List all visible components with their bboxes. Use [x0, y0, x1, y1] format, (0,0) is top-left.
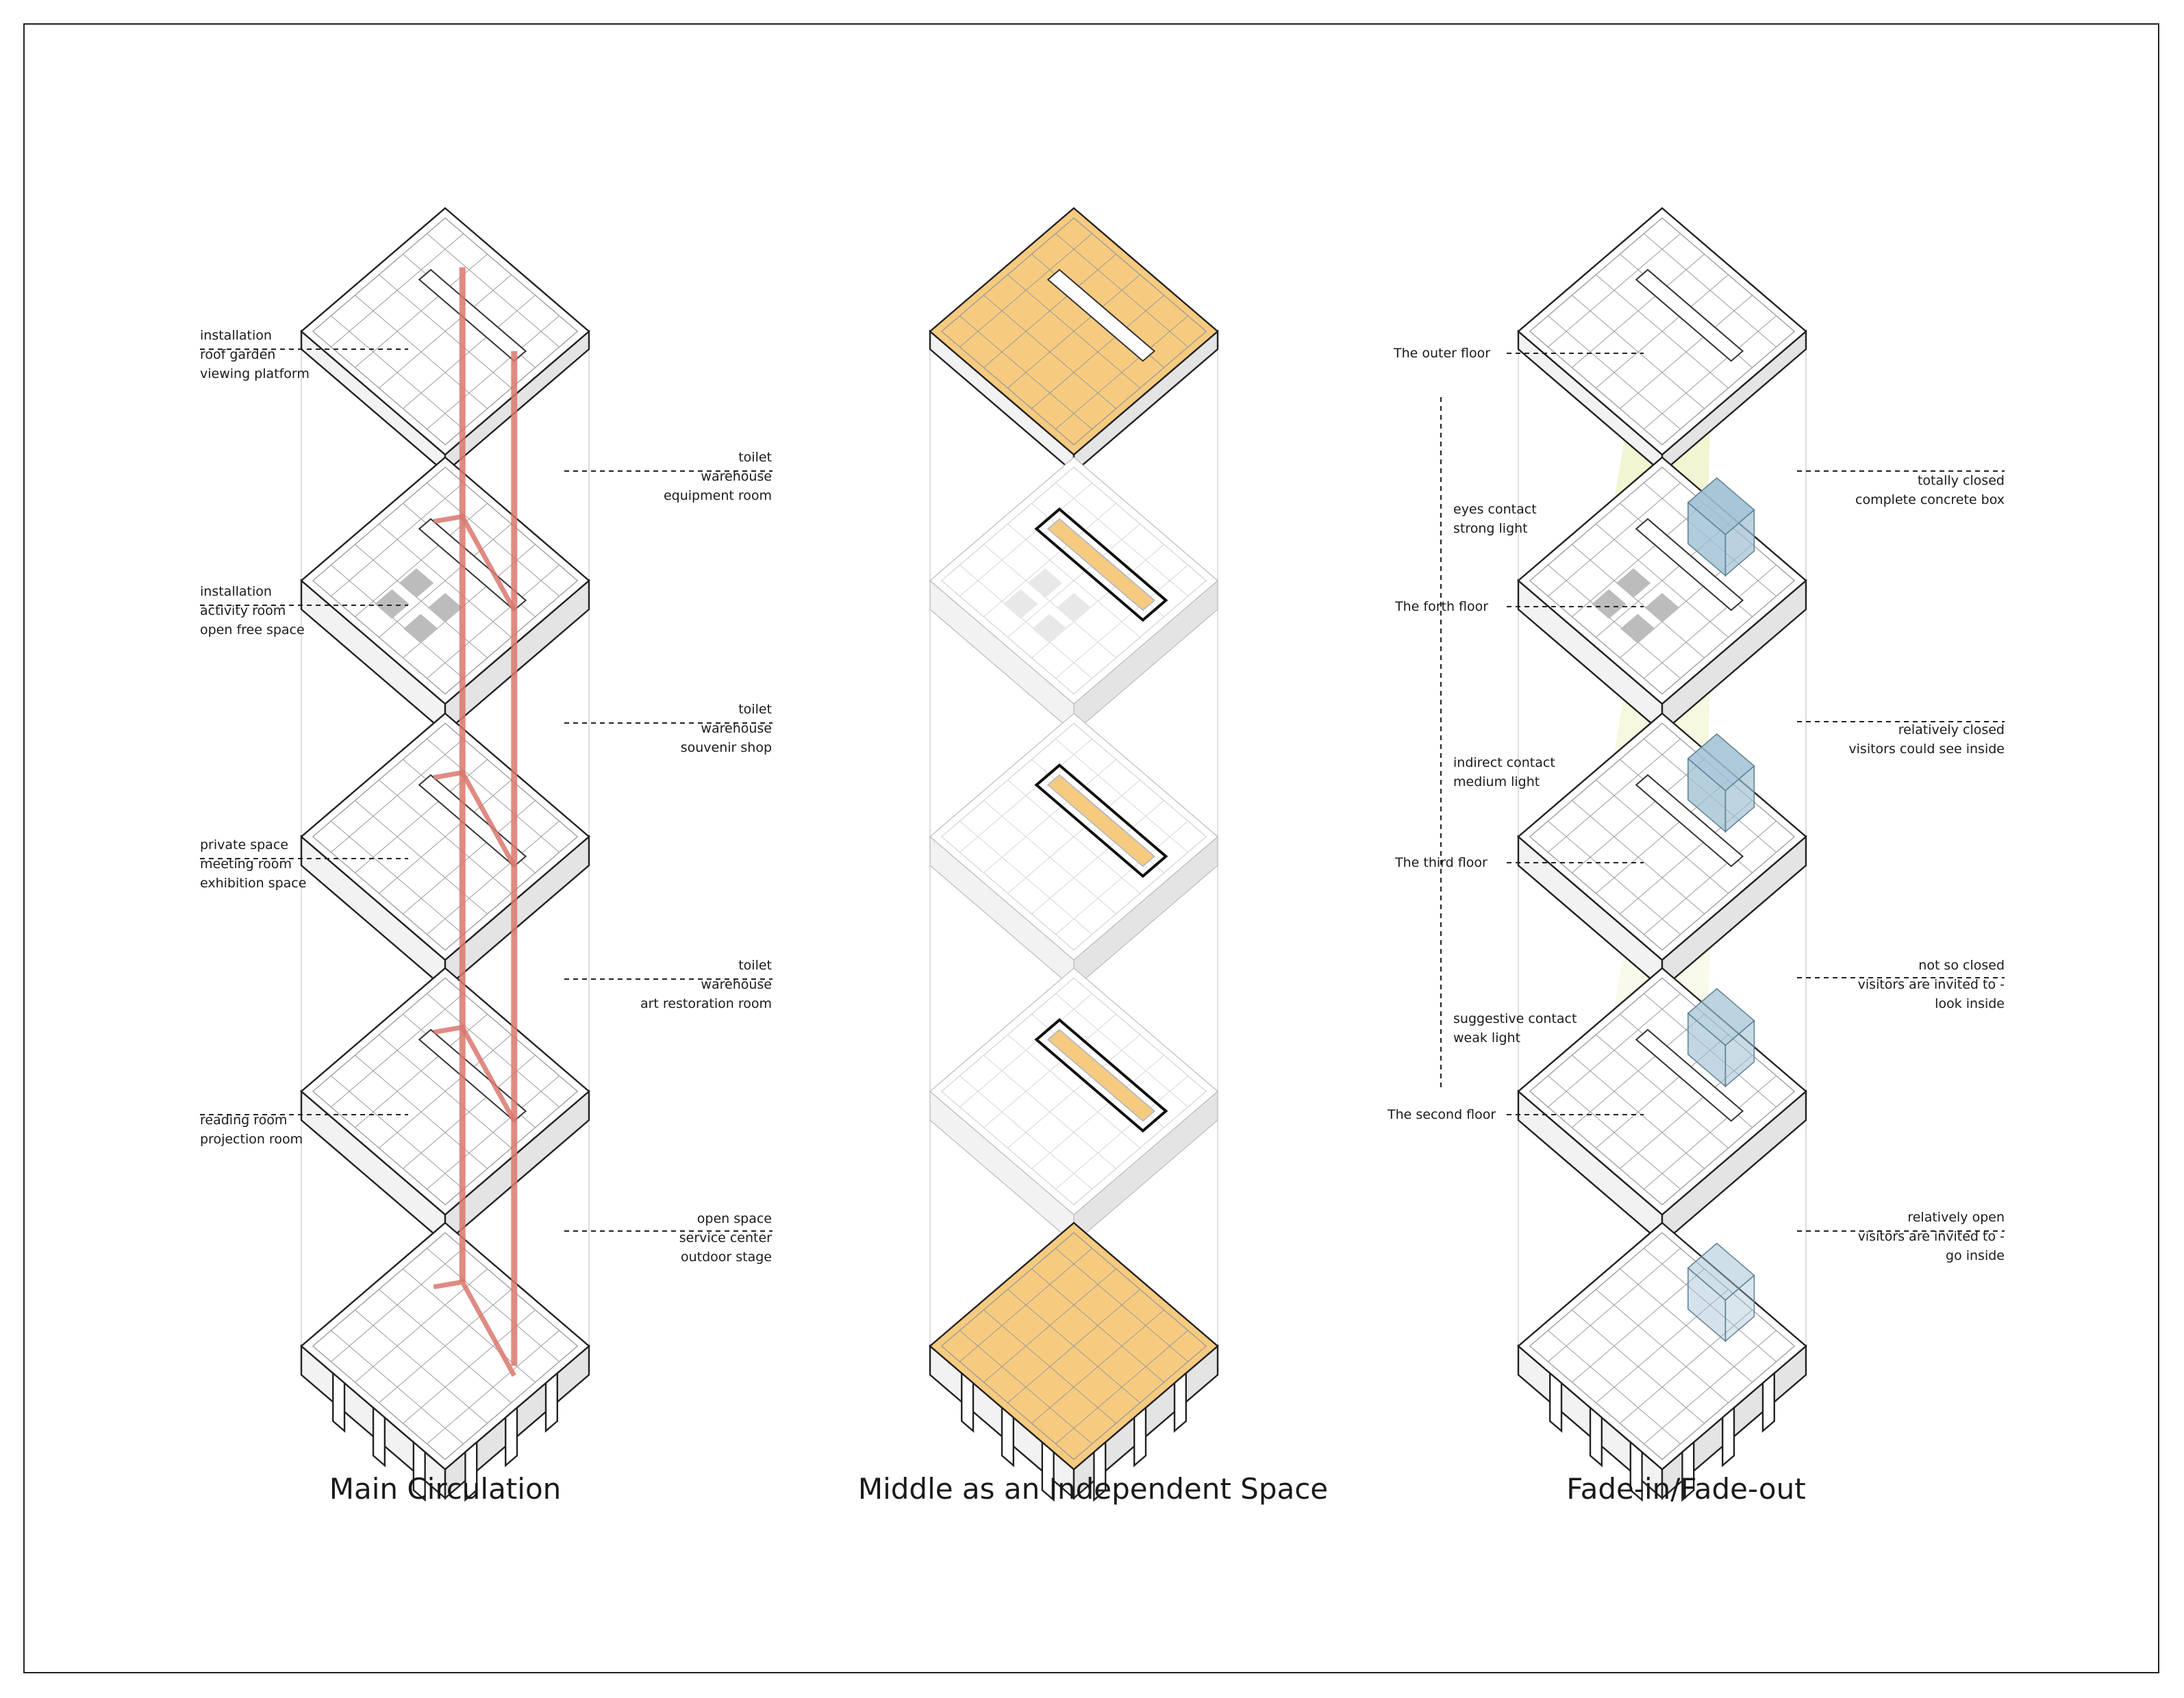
floor-plate-c1-f1 [301, 208, 589, 472]
floor-plate-c1-f3 [301, 713, 589, 989]
floor-plate-c1-f5 [301, 1223, 589, 1500]
label-forth-floor: The forth floor [1395, 597, 1488, 616]
pilaster [962, 1373, 973, 1431]
pilaster [1722, 1408, 1734, 1465]
floor-plate-c2-f4 [930, 968, 1218, 1243]
label-third-floor-functions: private spacemeeting roomexhibition spac… [200, 797, 306, 912]
floor-plate-c2-f5 [930, 1223, 1218, 1500]
floor-plate-c2-f2 [930, 457, 1218, 733]
label-indirect-contact: indirect contactmedium light [1453, 715, 1555, 811]
floor-plate-c3-f1 [1518, 208, 1806, 472]
floor-plate-c1-f4 [301, 968, 589, 1243]
floor-plates [301, 208, 1806, 1500]
label-second-floor-functions: reading roomprojection room [200, 1072, 303, 1168]
label-second-service: toiletwarehouseart restoration room [640, 917, 772, 1032]
label-roof-functions: installationroof gardenviewing platform [200, 288, 310, 403]
pilaster [1002, 1408, 1014, 1465]
label-suggestive-contact: suggestive contactweak light [1453, 971, 1577, 1067]
floor-plate-c2-f3 [930, 713, 1218, 989]
pilaster [1590, 1408, 1602, 1465]
floor-plate-c1-f2 [301, 457, 589, 733]
label-not-so-closed: not so closedvisitors are invited to -lo… [1858, 917, 2005, 1032]
label-outer-floor: The outer floor [1394, 344, 1490, 363]
floor-plate-c3-f3 [1518, 713, 1806, 989]
title-fade-in-out: Fade-in/Fade-out [1566, 1472, 1805, 1506]
pilaster [333, 1373, 344, 1431]
pilaster [373, 1408, 385, 1465]
pilaster [1134, 1408, 1146, 1465]
label-totally-closed: totally closedcomplete concrete box [1855, 433, 2005, 529]
pilaster [505, 1408, 517, 1465]
label-ground-service: open spaceservice centeroutdoor stage [679, 1171, 772, 1286]
floor-plate-c2-f1 [930, 208, 1218, 472]
floor-plate-c3-f2 [1518, 457, 1806, 733]
pilaster [1550, 1373, 1561, 1431]
title-middle-independent: Middle as an Independent Space [858, 1472, 1328, 1506]
label-fourth-service: toiletwarehouseequipment room [664, 409, 772, 524]
title-main-circulation: Main Circulation [329, 1472, 562, 1506]
label-third-service: toiletwarehousesouvenir shop [681, 661, 772, 776]
pilaster [1175, 1373, 1186, 1431]
label-relatively-closed: relatively closedvisitors could see insi… [1848, 682, 2005, 778]
label-eyes-contact: eyes contactstrong light [1453, 461, 1537, 557]
pilaster [546, 1373, 557, 1431]
label-fourth-floor-functions: installationactivity roomopen free space [200, 544, 305, 659]
label-relatively-open: relatively openvisitors are invited to -… [1858, 1169, 2005, 1284]
label-second-floor: The second floor [1388, 1105, 1496, 1124]
pilaster [1763, 1373, 1774, 1431]
floor-plate-c3-f5 [1518, 1223, 1806, 1500]
label-third-floor: The third floor [1395, 853, 1488, 872]
